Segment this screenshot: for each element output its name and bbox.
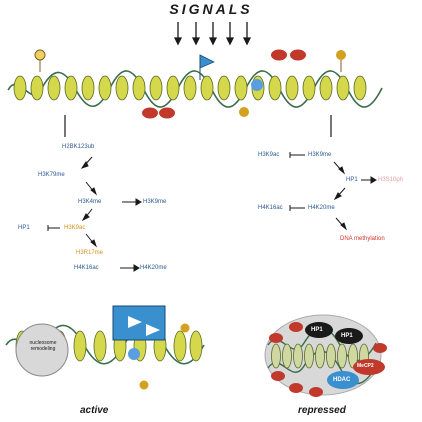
repressed-caption: repressed <box>298 405 346 416</box>
nucleosome-icon <box>326 343 336 369</box>
nucleosome-icon <box>183 75 197 101</box>
mark-h4k16ac-repressed: H4K16ac <box>258 205 283 211</box>
nucleosome-icon <box>166 75 180 101</box>
nucleosome-icon <box>304 343 314 369</box>
hdac-protein-icon <box>327 371 359 389</box>
ac-mark-icon <box>336 50 346 60</box>
nucleosome-icon <box>132 75 146 101</box>
ub-mark-icon <box>251 79 263 91</box>
nucleosome-icon <box>200 75 214 101</box>
repressed-cascade-arrows <box>289 152 377 231</box>
hp1-label-1: HP1 <box>311 327 323 333</box>
mark-hp1: HP1 <box>18 225 30 231</box>
tf-flag-icon <box>199 54 215 69</box>
me-mark-icon <box>289 322 303 332</box>
mark-h4k20me: H4K20me <box>140 265 167 271</box>
hdac-label: HDAC <box>333 377 351 383</box>
nucleosome-icon <box>282 343 292 369</box>
nucleosome-icon <box>271 343 281 369</box>
nucleosome-icon <box>30 75 44 101</box>
nucleosome-icon <box>81 75 95 101</box>
nucleosome-icon <box>115 75 129 101</box>
hp1-protein-icon <box>335 328 363 344</box>
nucleosome-icon <box>353 75 367 101</box>
nucleosome-icon <box>217 75 231 101</box>
ac-mark-icon <box>139 380 149 390</box>
active-caption: active <box>80 405 109 416</box>
mark-h3k4me: H3K4me <box>78 199 102 205</box>
nucleosome-icon <box>98 75 112 101</box>
signals-title: SIGNALS <box>169 1 253 17</box>
mecp2-label: MeCP2 <box>357 363 374 369</box>
me-mark-icon <box>269 333 283 343</box>
mark-h3k79me: H3K79me <box>38 172 65 178</box>
hp1-protein-icon <box>305 322 333 338</box>
hp1-label-2: HP1 <box>341 333 353 339</box>
ac-mark-icon <box>180 323 190 333</box>
mark-h4k20me-repressed: H4K20me <box>308 205 335 211</box>
nucleosome-icon <box>315 343 325 369</box>
signal-arrows <box>173 22 252 46</box>
mark-h3s10ph: H3S10ph <box>378 177 404 183</box>
nucleosome-icon <box>73 330 87 362</box>
active-chromatin-scene <box>5 305 205 390</box>
nucleosome-icon <box>337 343 347 369</box>
remodeler-complex-icon <box>15 323 69 377</box>
nucleosome-icon <box>268 75 282 101</box>
nucleosome-icon <box>149 75 163 101</box>
mark-h3r17me: H3R17me <box>76 250 104 256</box>
mark-h4k16ac: H4K16ac <box>74 265 99 271</box>
nucleosome-icon <box>293 343 303 369</box>
ub-mark-icon <box>128 348 140 360</box>
ac-mark-icon <box>34 49 46 61</box>
nucleosome-icon <box>234 75 248 101</box>
mark-h2bk123ub: H2BK123ub <box>62 144 95 150</box>
nucleosome-icon <box>93 330 107 362</box>
nucleosome-icon <box>47 75 61 101</box>
dna-methylation-label: DNA methylation <box>340 236 385 242</box>
me-mark-icon <box>271 371 285 381</box>
dna-strand <box>7 70 383 108</box>
me-mark-icon <box>289 383 303 393</box>
top-modification-marks <box>34 49 346 119</box>
nucleosome-icon <box>348 343 358 369</box>
mark-hp1-repressed: HP1 <box>346 177 358 183</box>
me-mark-icon <box>142 107 158 119</box>
mark-h3k9ac: H3K9ac <box>64 225 86 231</box>
mark-h3k9me-repressed: H3K9me <box>308 152 332 158</box>
me-mark-icon <box>309 387 323 397</box>
nucleosome-icon <box>319 75 333 101</box>
mark-h3k9ac-repressed: H3K9ac <box>258 152 280 158</box>
me-mark-icon <box>290 49 306 61</box>
chromatin-fiber-top <box>7 70 383 108</box>
repressed-chromatin-scene <box>264 314 387 397</box>
me-mark-icon <box>271 49 287 61</box>
remodeler-label: nucleosome remodeling <box>29 340 57 352</box>
nucleosome-icon <box>336 75 350 101</box>
nucleosome-icon <box>285 75 299 101</box>
ac-mark-icon <box>239 107 249 117</box>
mecp2-protein-icon <box>353 359 385 375</box>
me-mark-icon <box>373 343 387 353</box>
nucleosome-icon <box>173 330 187 362</box>
nucleosome-icon <box>302 75 316 101</box>
me-mark-icon <box>159 107 175 119</box>
nucleosome-icon <box>64 75 78 101</box>
mark-h3k9me: H3K9me <box>143 199 167 205</box>
nucleosome-icon <box>13 75 27 101</box>
nucleosome-icon <box>189 330 203 362</box>
active-cascade-arrows <box>47 156 142 272</box>
